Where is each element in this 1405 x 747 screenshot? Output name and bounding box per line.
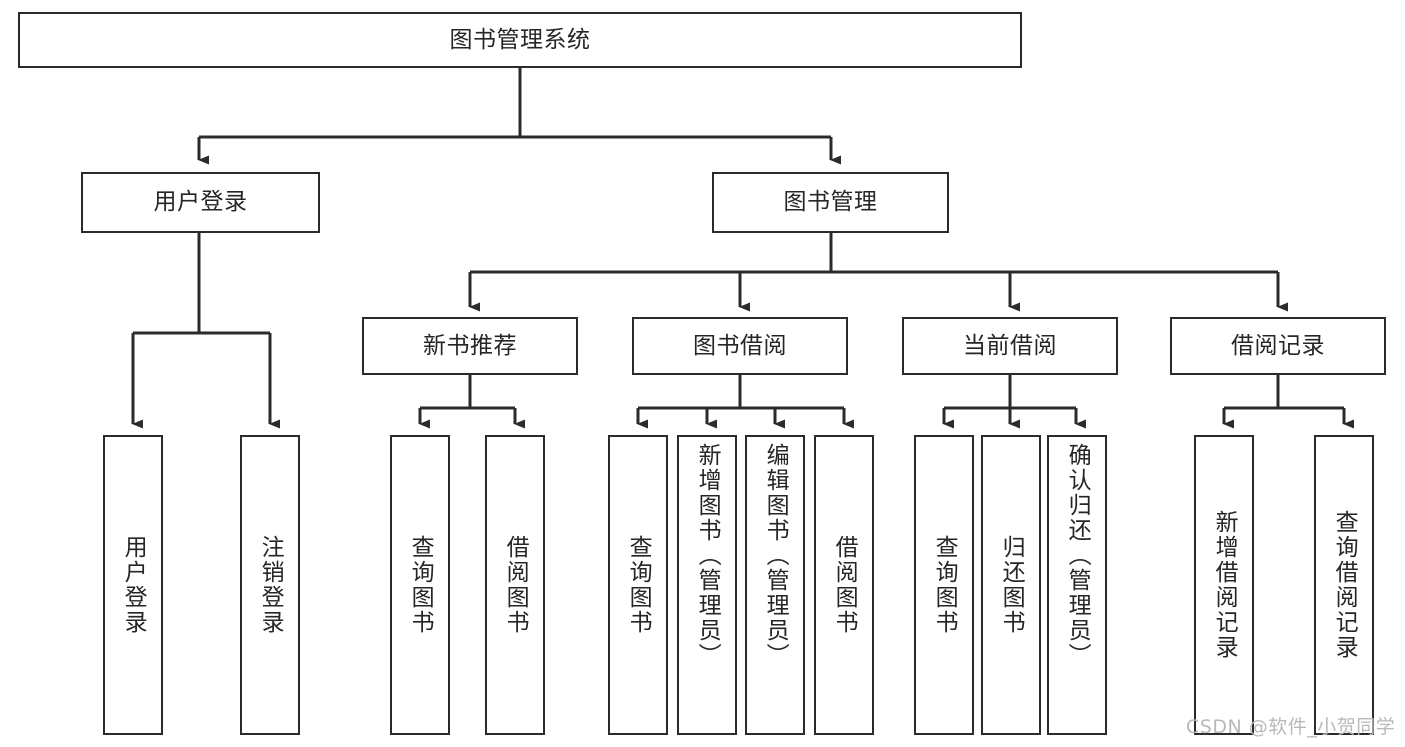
- edge-group-user-login: [131, 233, 280, 429]
- edge-group-book-manage: [468, 233, 1288, 312]
- node-leaf-query-borrow-record-label: 查询借阅记录: [1331, 510, 1358, 660]
- node-book-management[interactable]: 图书管理: [712, 172, 949, 233]
- node-leaf-edit-book-admin-label: 编辑图书（管理员）: [762, 443, 789, 668]
- node-leaf-confirm-return-admin-label: 确认归还（管理员）: [1064, 443, 1091, 668]
- node-borrow-record[interactable]: 借阅记录: [1170, 317, 1386, 375]
- node-leaf-logout[interactable]: 注销登录: [240, 435, 300, 735]
- node-root-system[interactable]: 图书管理系统: [18, 12, 1022, 68]
- node-leaf-return-book-label: 归还图书: [998, 535, 1025, 635]
- node-user-login[interactable]: 用户登录: [81, 172, 320, 233]
- node-new-book-recommend[interactable]: 新书推荐: [362, 317, 578, 375]
- node-leaf-borrow-book-recommend[interactable]: 借阅图书: [485, 435, 545, 735]
- node-new-book-recommend-label: 新书推荐: [423, 332, 517, 359]
- node-current-borrow[interactable]: 当前借阅: [902, 317, 1118, 375]
- node-current-borrow-label: 当前借阅: [963, 332, 1057, 359]
- node-book-borrow-label: 图书借阅: [693, 332, 787, 359]
- node-leaf-edit-book-admin[interactable]: 编辑图书（管理员）: [745, 435, 805, 735]
- node-leaf-query-book-borrow-label: 查询图书: [625, 535, 652, 635]
- node-leaf-query-book-borrow[interactable]: 查询图书: [608, 435, 668, 735]
- node-leaf-query-book-current-label: 查询图书: [931, 535, 958, 635]
- node-leaf-add-borrow-record-label: 新增借阅记录: [1211, 510, 1238, 660]
- node-book-management-label: 图书管理: [783, 189, 878, 216]
- node-leaf-return-book[interactable]: 归还图书: [981, 435, 1041, 735]
- node-leaf-add-book-admin-label: 新增图书（管理员）: [694, 443, 721, 668]
- node-leaf-confirm-return-admin[interactable]: 确认归还（管理员）: [1047, 435, 1107, 735]
- edge-group-new-book: [418, 375, 525, 429]
- node-root-system-label: 图书管理系统: [449, 26, 591, 53]
- node-user-login-label: 用户登录: [153, 189, 248, 216]
- node-book-borrow[interactable]: 图书借阅: [632, 317, 848, 375]
- node-leaf-logout-label: 注销登录: [257, 535, 284, 635]
- node-leaf-user-login[interactable]: 用户登录: [103, 435, 163, 735]
- node-leaf-query-book-recommend[interactable]: 查询图书: [390, 435, 450, 735]
- edge-group-current-borrow: [942, 375, 1086, 429]
- node-leaf-borrow-book[interactable]: 借阅图书: [814, 435, 874, 735]
- edge-group-book-borrow: [636, 375, 854, 429]
- node-leaf-borrow-book-label: 借阅图书: [831, 535, 858, 635]
- node-leaf-query-book-recommend-label: 查询图书: [407, 535, 434, 635]
- node-leaf-user-login-label: 用户登录: [120, 535, 147, 635]
- edge-group-borrow-record: [1222, 375, 1354, 429]
- node-leaf-borrow-book-recommend-label: 借阅图书: [502, 535, 529, 635]
- node-leaf-add-borrow-record[interactable]: 新增借阅记录: [1194, 435, 1254, 735]
- node-leaf-query-borrow-record[interactable]: 查询借阅记录: [1314, 435, 1374, 735]
- node-leaf-query-book-current[interactable]: 查询图书: [914, 435, 974, 735]
- node-borrow-record-label: 借阅记录: [1231, 332, 1325, 359]
- edge-group-root: [197, 68, 841, 165]
- node-leaf-add-book-admin[interactable]: 新增图书（管理员）: [677, 435, 737, 735]
- watermark-text: CSDN @软件_小贺同学: [1186, 716, 1396, 738]
